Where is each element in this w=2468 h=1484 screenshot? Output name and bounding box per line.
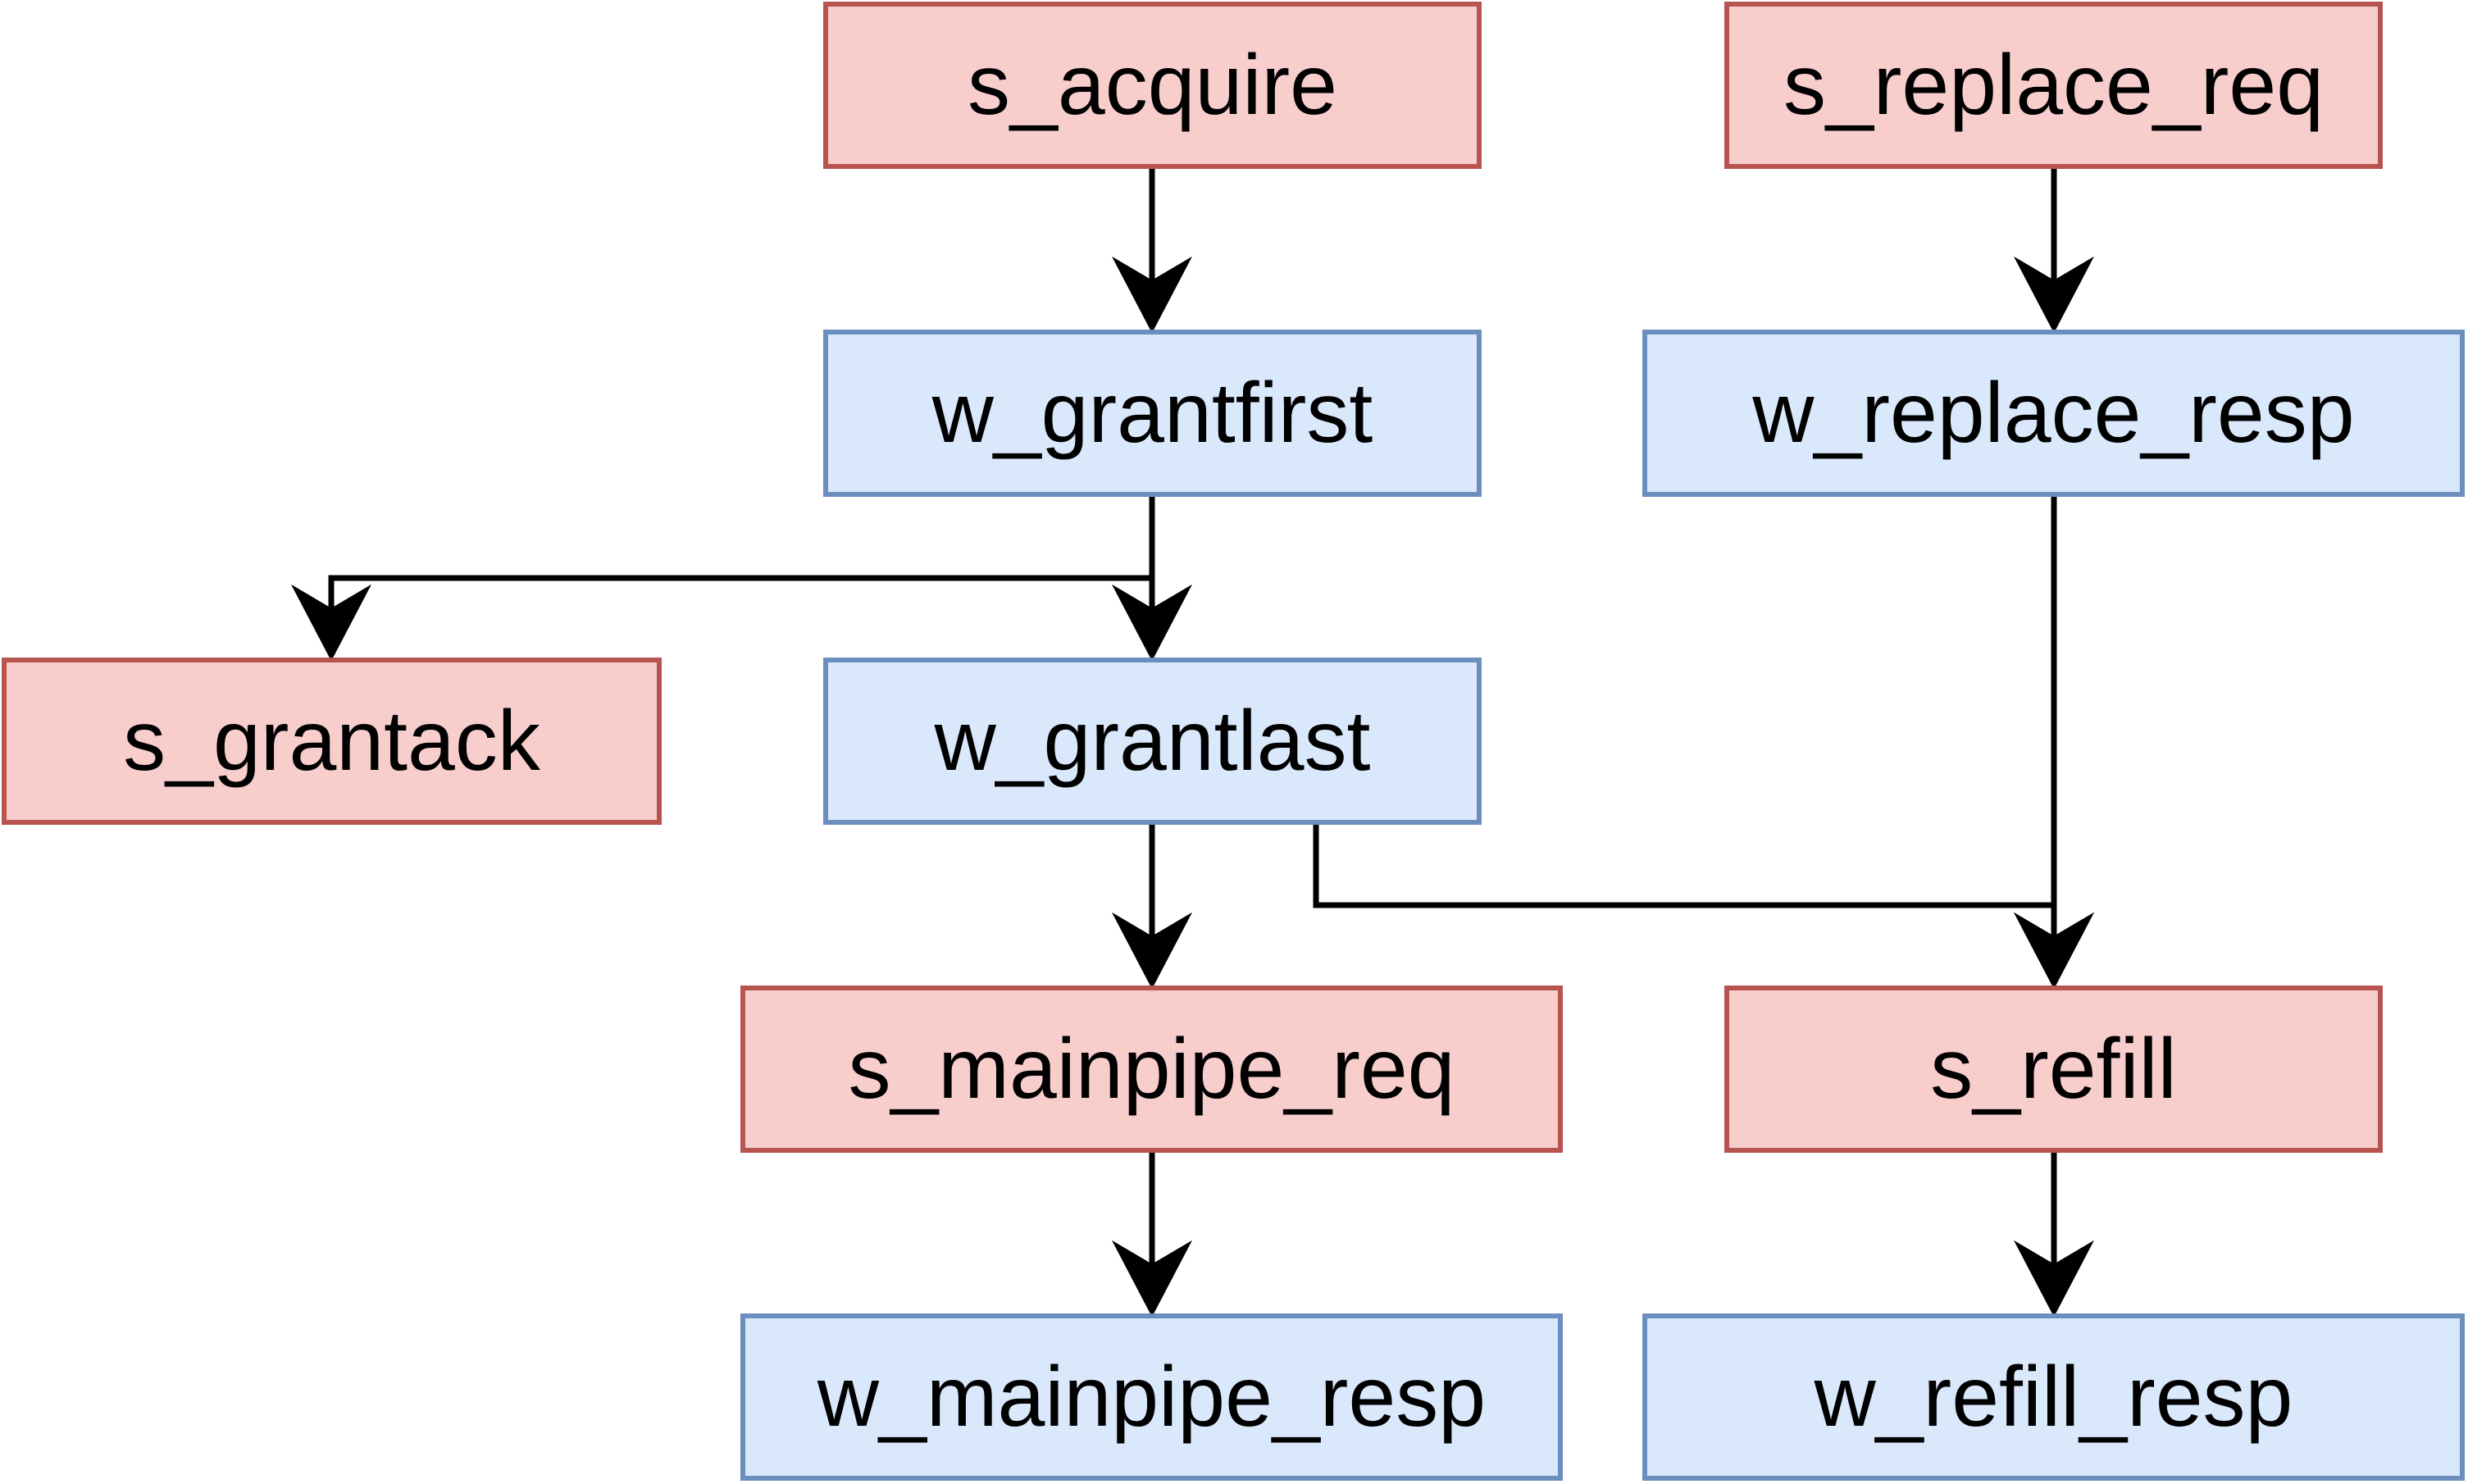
arrowhead-icon	[290, 584, 372, 662]
node-label: s_replace_req	[1783, 37, 2325, 133]
edge-w-grantfirst-to-w-grantlast	[1111, 497, 1193, 662]
arrowhead-icon	[2013, 256, 2095, 334]
node-label: w_grantfirst	[931, 365, 1373, 461]
node-label: w_mainpipe_resp	[817, 1349, 1487, 1445]
node-w-grantlast[interactable]: w_grantlast	[823, 658, 1482, 825]
node-s-grantack[interactable]: s_grantack	[2, 658, 662, 825]
arrowhead-icon	[1111, 256, 1193, 334]
arrowhead-icon	[2013, 912, 2095, 990]
node-label: s_acquire	[968, 37, 1337, 133]
node-label: s_grantack	[123, 693, 540, 789]
edge-s-refill-to-w-refill-resp	[2013, 1153, 2095, 1318]
node-w-grantfirst[interactable]: w_grantfirst	[823, 330, 1482, 497]
node-label: w_refill_resp	[1814, 1349, 2293, 1445]
edge-s-acquire-to-w-grantfirst	[1111, 169, 1193, 334]
arrowhead-icon	[1111, 584, 1193, 662]
edge-w-grantfirst-to-s-grantack	[290, 497, 1155, 662]
arrowhead-icon	[1111, 1240, 1193, 1318]
edge-w-grantlast-to-s-mainpipe-req	[1111, 825, 1193, 990]
node-s-refill[interactable]: s_refill	[1724, 986, 2383, 1153]
node-label: w_grantlast	[934, 693, 1371, 789]
node-s-mainpipe-req[interactable]: s_mainpipe_req	[740, 986, 1563, 1153]
node-s-replace-req[interactable]: s_replace_req	[1724, 2, 2383, 169]
arrowhead-icon	[1111, 912, 1193, 990]
edge-w-grantlast-to-s-refill	[1313, 825, 2095, 990]
edge-line	[328, 497, 1155, 608]
node-w-mainpipe-resp[interactable]: w_mainpipe_resp	[740, 1313, 1563, 1481]
edge-line	[1313, 825, 2057, 936]
edge-s-mainpipe-req-to-w-mainpipe-resp	[1111, 1153, 1193, 1318]
node-label: s_mainpipe_req	[848, 1021, 1455, 1117]
node-w-refill-resp[interactable]: w_refill_resp	[1642, 1313, 2465, 1481]
arrowhead-icon	[2013, 1240, 2095, 1318]
node-label: s_refill	[1930, 1021, 2177, 1117]
edge-s-replace-req-to-w-replace-resp	[2013, 169, 2095, 334]
node-w-replace-resp[interactable]: w_replace_resp	[1642, 330, 2465, 497]
node-s-acquire[interactable]: s_acquire	[823, 2, 1482, 169]
node-label: w_replace_resp	[1752, 365, 2355, 461]
